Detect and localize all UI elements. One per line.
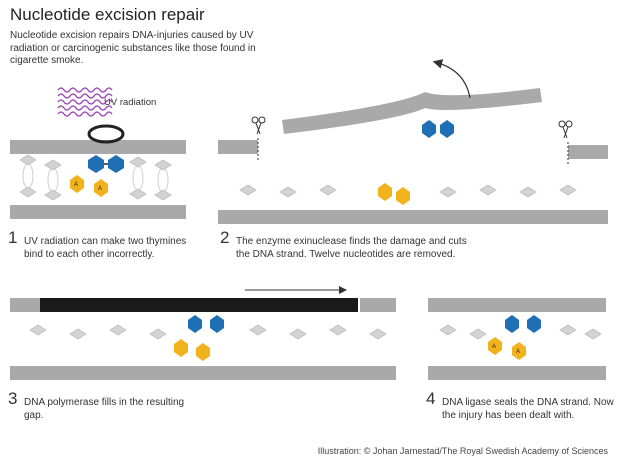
panel-4: A A <box>428 298 606 380</box>
dna-strand-top-right <box>568 145 608 159</box>
svg-text:A: A <box>492 344 496 350</box>
excision-arrow <box>432 59 471 99</box>
base-pair-blue <box>188 315 224 333</box>
dna-strand-bottom <box>10 366 396 380</box>
thymine-dimer <box>422 120 454 138</box>
dna-strand-top <box>10 140 186 154</box>
step-number: 2 <box>220 228 230 247</box>
adenine-pair: A A <box>488 337 526 360</box>
svg-text:A: A <box>98 186 102 192</box>
panel-3 <box>10 286 396 380</box>
step-text: DNA polymerase fills in the resulting ga… <box>24 397 185 421</box>
scissors-icon <box>251 116 573 139</box>
step-text: The enzyme exinuclease finds the damage … <box>236 236 467 260</box>
step-text: DNA ligase seals the DNA strand. Now the… <box>442 397 614 421</box>
dna-strand-bottom <box>428 366 606 380</box>
svg-text:A: A <box>74 182 78 188</box>
step-number: 1 <box>8 228 18 247</box>
panel-1: A A <box>10 87 186 219</box>
base-pair-blue <box>505 315 541 333</box>
step-number: 4 <box>426 389 436 408</box>
page-title: Nucleotide excision repair <box>10 5 205 24</box>
excised-strand <box>282 88 542 134</box>
dna-strand-bottom <box>10 205 186 219</box>
svg-text:A: A <box>516 349 520 355</box>
dna-strand-top <box>428 298 606 312</box>
new-dna-strand <box>40 298 358 312</box>
base-pairs <box>19 154 172 201</box>
illustration-credit: Illustration: © Johan Jarnestad/The Roya… <box>317 446 608 456</box>
uv-waves <box>57 87 113 117</box>
step-text: UV radiation can make two thymines bind … <box>24 236 187 260</box>
step-number: 3 <box>8 389 18 408</box>
adenine-pair: A A <box>70 175 108 197</box>
adenine-pair <box>174 339 210 361</box>
thymine-dimer <box>87 124 125 173</box>
intro-text: Nucleotide excision repairs DNA-injuries… <box>10 30 256 66</box>
dna-strand-top-left <box>218 140 258 154</box>
adenine-pair <box>378 183 410 205</box>
uv-radiation-label: UV radiation <box>104 97 157 108</box>
dna-strand-bottom <box>218 210 608 224</box>
panel-2 <box>218 59 608 224</box>
